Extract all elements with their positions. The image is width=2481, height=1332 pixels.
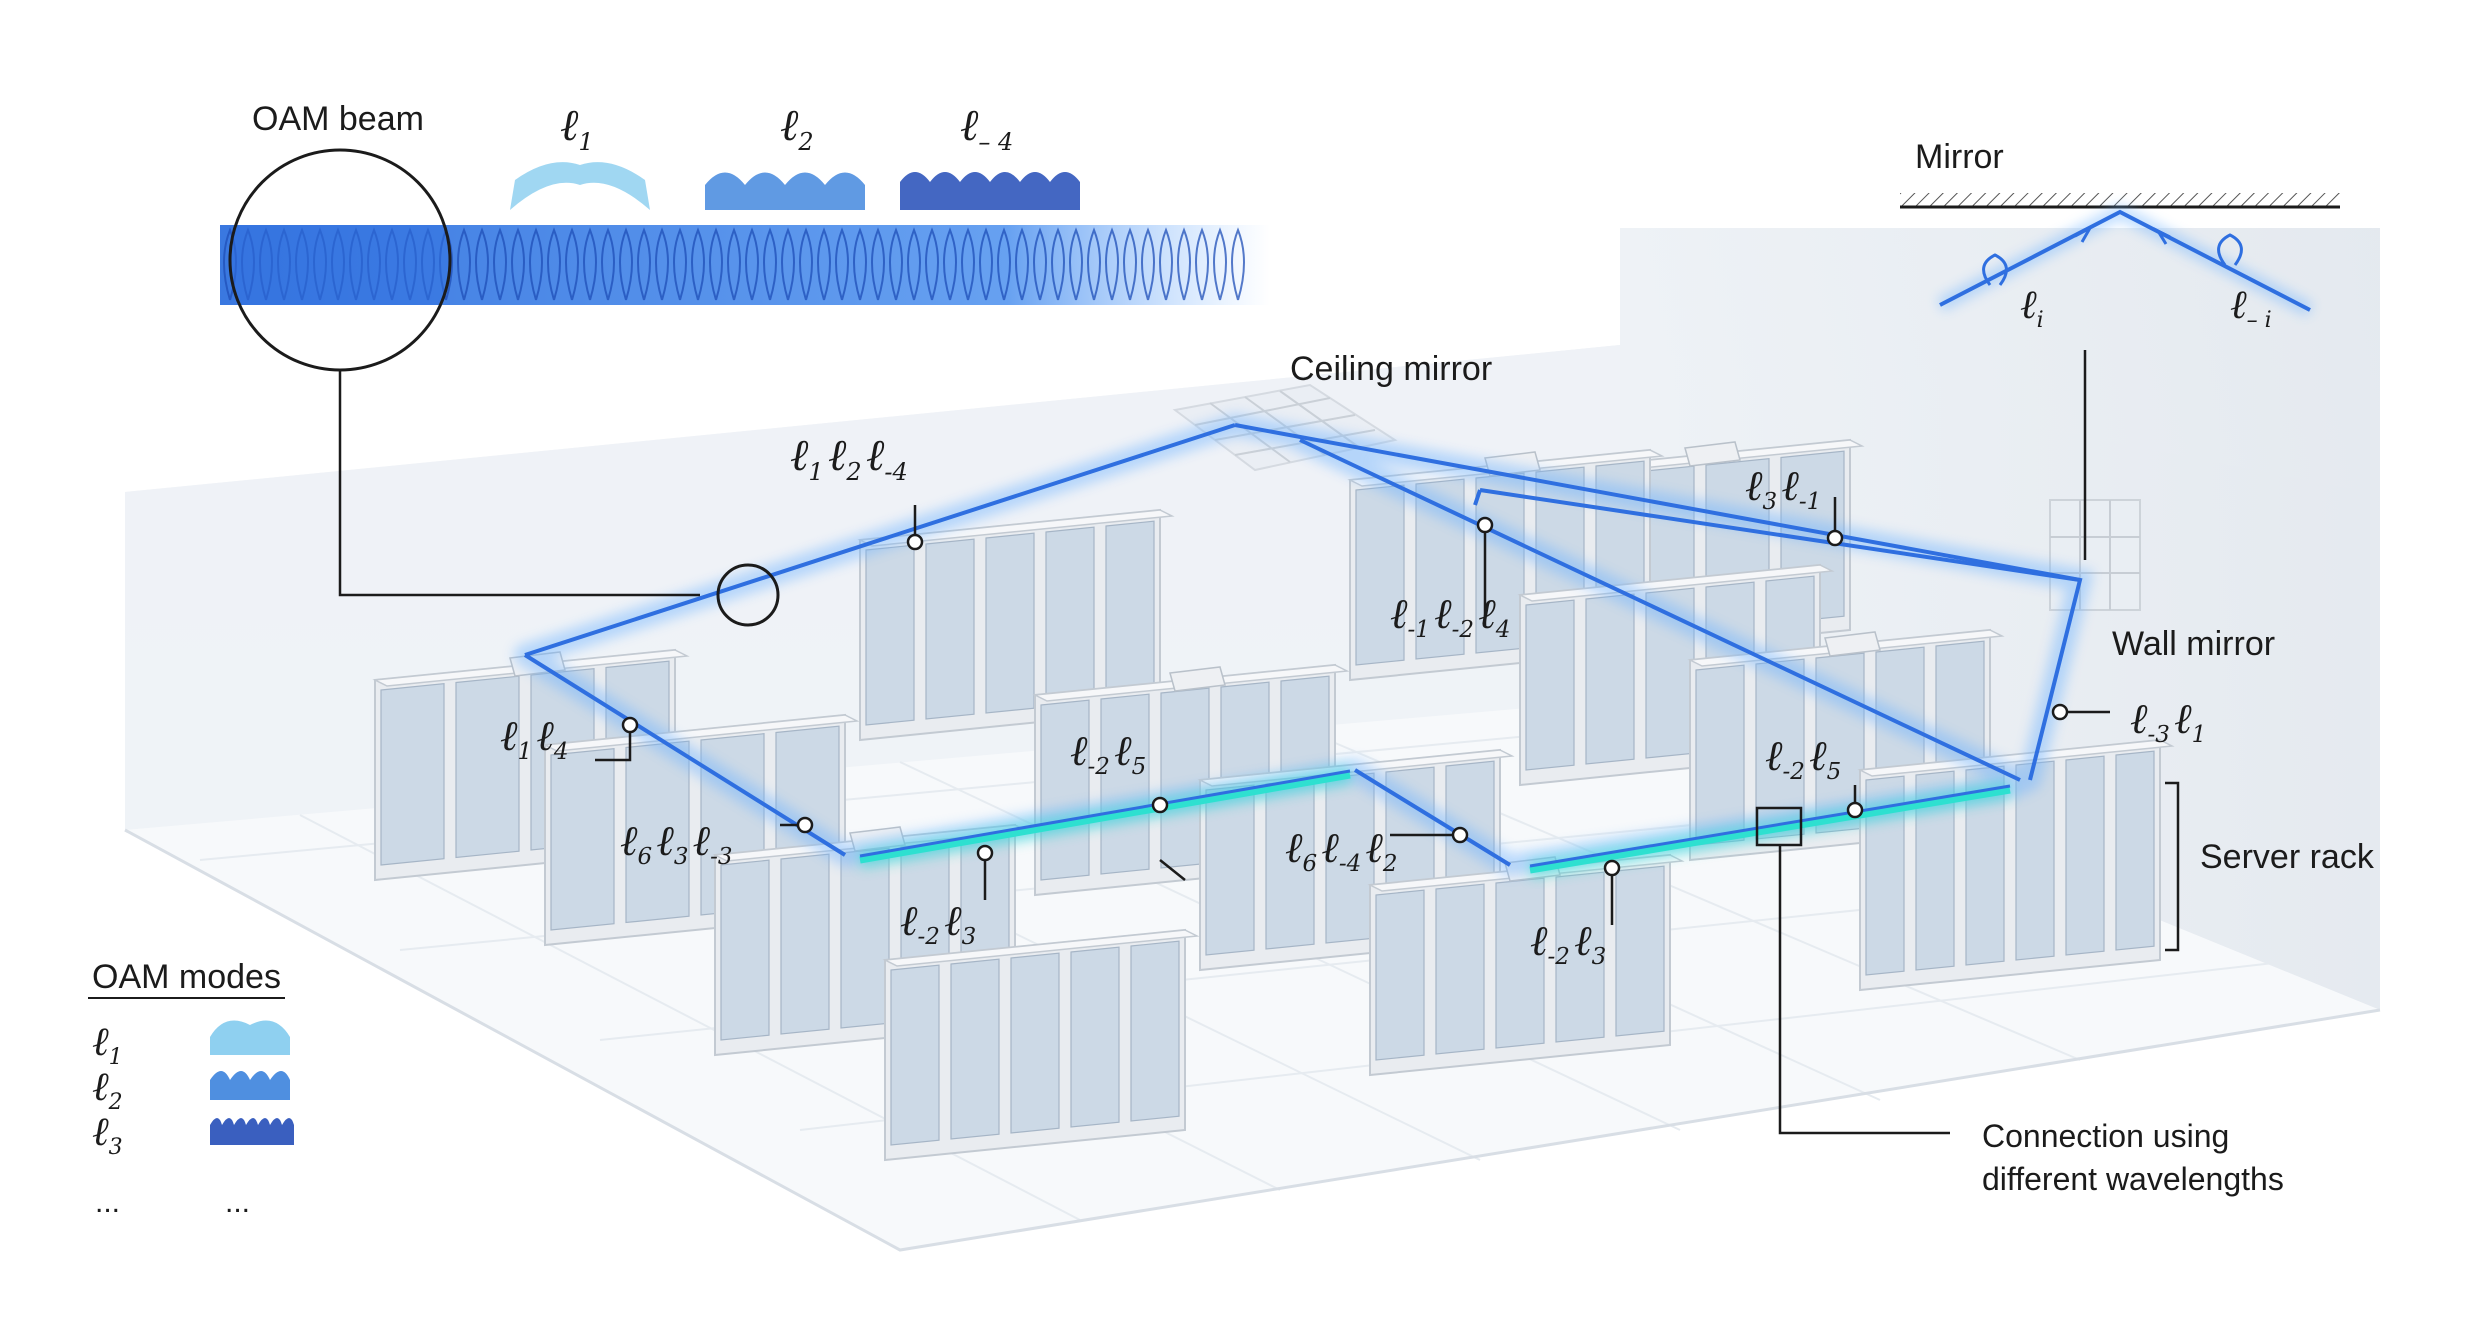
mode-l2-swatch (705, 172, 865, 210)
legend-mode-label: ℓ2 (92, 1064, 127, 1115)
legend-swatches (210, 1020, 294, 1145)
oam-beam-leader (338, 370, 700, 597)
beam-cores (523, 423, 2083, 867)
teal-link-right (1529, 786, 2011, 874)
mode-l1-swatch (510, 162, 650, 210)
mirror-reflected-beam (1939, 209, 2311, 312)
mirror-label: Mirror (1915, 138, 2004, 176)
server-rack-bracket (2165, 781, 2180, 952)
server-rack (882, 928, 1200, 1162)
beam-front-left (523, 653, 847, 857)
legend-mode-label: ℓ1 (92, 1019, 127, 1070)
top-mode-label: ℓ2 (780, 100, 818, 156)
ceiling-mirror-label: Ceiling mirror (1290, 350, 1492, 388)
oam-modes-label: OAM modes (92, 958, 281, 996)
oam-beam-label: OAM beam (252, 100, 424, 138)
oam-beam-marker-circle (716, 563, 780, 627)
oam-beam-inset (220, 148, 1270, 372)
link-mode-label: ℓ6 ℓ3 ℓ-3 (620, 816, 737, 870)
leader-lines (338, 350, 2180, 1135)
mode-l-4-swatch (900, 172, 1080, 210)
connection-label-line2: different wavelengths (1982, 1161, 2284, 1197)
right-wall (1620, 228, 2380, 1010)
legend-mode-label: ℓ3 (92, 1109, 127, 1160)
beam-front-mid (1353, 768, 1512, 867)
link-mode-label: ℓ1 ℓ4 (500, 711, 573, 765)
oam-beam-magnifier (228, 148, 452, 372)
link-mode-label: ℓ-2 ℓ3 (1530, 916, 1610, 970)
link-mode-label: ℓ-1 ℓ-2 ℓ4 (1390, 589, 1515, 643)
link-mode-label: ℓ1 ℓ2 ℓ-4 (790, 430, 912, 486)
link-mode-label: ℓ6 ℓ-4 ℓ2 (1285, 823, 1402, 877)
connection-label-line1: Connection using (1982, 1118, 2229, 1154)
legend-ellipsis-right: ... (225, 1186, 250, 1219)
connection-leader (1778, 845, 1950, 1135)
teal-link-left (859, 771, 1351, 864)
server-racks (372, 438, 2175, 1162)
link-mode-label: ℓ-3 ℓ1 (2130, 694, 2210, 748)
link-mode-label: ℓ3 ℓ-1 (1745, 461, 1825, 515)
top-mode-swatches (510, 162, 1080, 210)
mirror-inset (1900, 193, 2340, 317)
link-mode-label: ℓ-2 ℓ3 (900, 896, 980, 950)
connection-box (1755, 806, 1803, 847)
beam-back-down (1473, 489, 1482, 506)
link-mode-label: ℓ-2 ℓ5 (1765, 731, 1845, 785)
wall-mirror-label: Wall mirror (2112, 625, 2275, 663)
top-mode-label: ℓ– 4 (960, 100, 1018, 156)
text-labels: OAM beam Mirror Ceiling mirror Wall mirr… (88, 100, 2375, 1219)
teal-links (859, 771, 2011, 874)
server-rack (1367, 853, 1685, 1077)
room-outline (124, 828, 2381, 1252)
beam-back-top (1479, 488, 2081, 582)
mode-labels: ℓ1 ℓ2 ℓ– 4 ℓi ℓ– i ℓ1 ℓ2 ℓ3 ℓ1 ℓ2 ℓ-4 ℓ3… (92, 100, 2276, 1160)
beam-ceiling-diagonal (1299, 438, 2021, 782)
link-mode-label: ℓ-2 ℓ5 (1070, 726, 1150, 780)
mirror-mode-label: ℓ– i (2230, 282, 2276, 333)
mirror-surface-hatch (1900, 193, 2340, 207)
server-rack-label: Server rack (2200, 838, 2375, 876)
leader-dots (621, 516, 2069, 877)
optical-links (514, 414, 2094, 879)
wall-mirror-grid (2049, 499, 2141, 611)
beam-ceiling-left (524, 423, 1236, 657)
mirror-mode-label: ℓi (2020, 282, 2048, 333)
server-rack (857, 508, 1175, 742)
legend-ellipsis-left: ... (95, 1186, 120, 1219)
top-mode-label: ℓ1 (560, 100, 598, 156)
